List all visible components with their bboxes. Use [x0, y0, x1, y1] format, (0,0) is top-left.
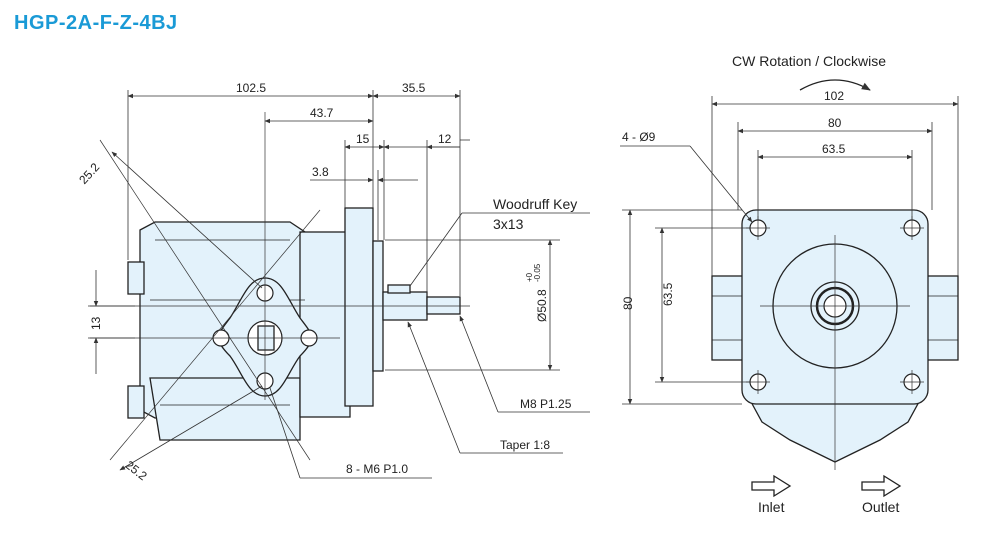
dim-43-7: 43.7	[310, 106, 334, 120]
dim-35-5: 35.5	[402, 81, 426, 95]
dim-3-8: 3.8	[312, 165, 329, 179]
inlet-label: Inlet	[758, 499, 785, 515]
thread-label: M8 P1.25	[520, 397, 572, 411]
dim-dia-50-8: Ø50.8	[535, 289, 549, 322]
holes-label: 4 - Ø9	[622, 130, 656, 144]
tol-upper: +0	[525, 272, 534, 282]
rear-port-boss-top	[127, 261, 145, 295]
dim-25-2-top: 25.2	[76, 160, 102, 187]
rotation-label: CW Rotation / Clockwise	[732, 53, 886, 69]
woodruff-key	[387, 284, 411, 294]
centerline	[99, 139, 311, 461]
dim-63-5-left: 63.5	[661, 282, 675, 306]
dim-12: 12	[438, 132, 452, 146]
housing-middle-section	[299, 231, 351, 418]
dim-25-2-bottom: 25.2	[123, 458, 150, 484]
dim-13: 13	[89, 316, 103, 330]
tol-lower: -0.05	[533, 263, 542, 282]
outlet-label: Outlet	[862, 499, 899, 515]
dim-80-top: 80	[828, 116, 842, 130]
dim-63-5-top: 63.5	[822, 142, 846, 156]
woodruff-key-label: Woodruff Key	[493, 196, 577, 212]
ports-label: 8 - M6 P1.0	[346, 462, 408, 476]
taper-label: Taper 1:8	[500, 438, 550, 452]
mounting-flange	[344, 207, 374, 407]
dim-102: 102	[824, 89, 844, 103]
centerline	[109, 209, 321, 461]
page-title: HGP-2A-F-Z-4BJ	[14, 12, 178, 34]
rear-port-boss-bottom	[127, 385, 145, 419]
front-view: CW Rotation / Clockwise	[620, 53, 959, 515]
key-size-label: 3x13	[493, 216, 524, 232]
dim-80-left: 80	[621, 296, 635, 310]
rotation-arrow-icon	[799, 79, 871, 91]
dim-15: 15	[356, 132, 370, 146]
dim-102-5: 102.5	[236, 81, 266, 95]
outlet-arrow-icon	[861, 474, 902, 498]
shaft-thread-end	[426, 296, 461, 315]
inlet-arrow-icon	[751, 474, 792, 498]
side-view: 102.5 35.5 43.7 15 12 3.8 25.2 25.2	[76, 81, 590, 483]
